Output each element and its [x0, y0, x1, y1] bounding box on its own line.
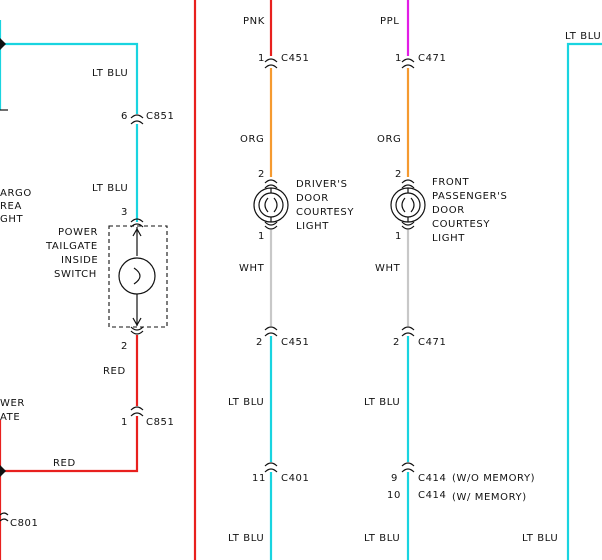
connector-label-c471: C471 [418, 53, 446, 64]
wire-label-org: ORG [240, 134, 264, 145]
connector-driver-light-pin2 [264, 179, 278, 189]
wire-label-org: ORG [377, 134, 401, 145]
pin-label: 10 [387, 490, 401, 501]
component-label-power-tailgate: WER ATE [0, 398, 29, 423]
pin-label: 2 [395, 169, 402, 180]
connector-c801 [0, 512, 9, 522]
lt-blu-wire-right [566, 42, 602, 560]
wire-label-lt-blu: LT BLU [522, 533, 558, 544]
connector-label-c451: C451 [281, 53, 309, 64]
wire-label-lt-blu: LT BLU [92, 68, 128, 79]
connector-switch-pin2 [130, 326, 144, 335]
lt-blu-wire-top-left [0, 42, 139, 114]
connector-c471-pin1 [401, 58, 415, 69]
wire-label-red: RED [103, 366, 126, 377]
wire-label-lt-blu: LT BLU [565, 31, 601, 42]
connector-label-c851: C851 [146, 417, 174, 428]
connector-label-c451: C451 [281, 337, 309, 348]
pin-label: 2 [258, 169, 265, 180]
connector-c401-pin11 [264, 462, 278, 473]
pin-label: 2 [256, 337, 263, 348]
connector-c471-pin2 [401, 326, 415, 337]
wire-label-lt-blu: LT BLU [364, 397, 400, 408]
connector-label-c851: C851 [146, 111, 174, 122]
wire-label-ppl: PPL [380, 16, 399, 27]
splice-dot-bottom [0, 465, 6, 477]
connector-passenger-light-pin1 [401, 221, 415, 230]
connector-c451-pin2 [264, 326, 278, 337]
connector-c414 [401, 462, 415, 473]
connector-label-c801: C801 [10, 518, 38, 529]
wire-label-lt-blu: LT BLU [228, 533, 264, 544]
component-label-power-tailgate-inside-switch: POWER TAILGATE INSIDE SWITCH [45, 227, 102, 280]
pin-label: 6 [121, 111, 128, 122]
pin-label: 9 [391, 473, 398, 484]
wire-label-wht: WHT [239, 263, 265, 274]
wire-label-lt-blu: LT BLU [228, 397, 264, 408]
connector-label-c401: C401 [281, 473, 309, 484]
pin-label: 2 [121, 341, 128, 352]
component-label-cargo-area-light: ARGO REA GHT [0, 188, 36, 225]
connector-c851-pin6 [130, 114, 144, 125]
pin-label: 1 [121, 417, 128, 428]
note-without-memory: (W/O MEMORY) [452, 473, 535, 484]
power-tailgate-inside-switch-box [108, 225, 168, 328]
wire-label-wht: WHT [375, 263, 401, 274]
connector-label-c414: C414 [418, 473, 446, 484]
note-with-memory: (W/ MEMORY) [452, 492, 527, 503]
pin-label: 1 [395, 53, 402, 64]
wire-label-red: RED [53, 458, 76, 469]
wire-label-lt-blu: LT BLU [364, 533, 400, 544]
wire-label-lt-blu: LT BLU [92, 183, 128, 194]
connector-driver-light-pin1 [264, 221, 278, 230]
connector-c451-pin1 [264, 58, 278, 69]
pin-label: 1 [258, 53, 265, 64]
component-label-front-passengers-door-courtesy-light: FRONT PASSENGER'S DOOR COURTESY LIGHT [432, 177, 511, 244]
pin-label: 1 [395, 231, 402, 242]
connector-label-c414: C414 [418, 490, 446, 501]
splice-dot-top [0, 38, 6, 50]
switch-icon [118, 227, 156, 327]
pin-label: 1 [258, 231, 265, 242]
connector-passenger-light-pin2 [401, 179, 415, 189]
wire-label-pnk: PNK [243, 16, 265, 27]
connector-label-c471: C471 [418, 337, 446, 348]
pin-label: 11 [252, 473, 266, 484]
pin-label: 2 [393, 337, 400, 348]
drivers-door-courtesy-light-bulb-icon [253, 187, 289, 223]
front-passengers-door-courtesy-light-bulb-icon [390, 187, 426, 223]
red-wire-bottom [0, 416, 139, 473]
component-label-drivers-door-courtesy-light: DRIVER'S DOOR COURTESY LIGHT [296, 179, 358, 232]
connector-c851-pin1 [130, 406, 144, 417]
pin-label: 3 [121, 207, 128, 218]
